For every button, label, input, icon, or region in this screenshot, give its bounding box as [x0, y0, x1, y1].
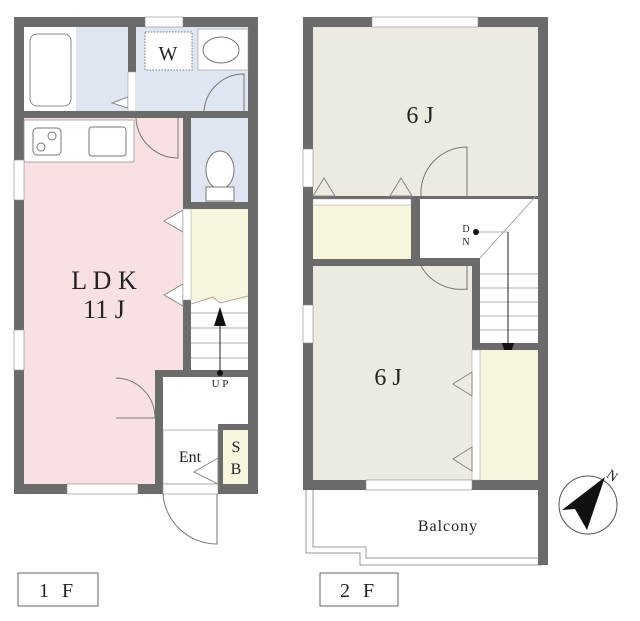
- window: [144, 16, 184, 28]
- closet: [313, 199, 411, 259]
- bathtub-icon: [29, 33, 72, 107]
- entrance-door-icon[interactable]: [162, 493, 218, 545]
- washer-label: W: [159, 43, 178, 65]
- floor-2-tag: [319, 572, 399, 607]
- bathroom-floor: [76, 27, 128, 111]
- kitchen-sink-icon: [88, 126, 127, 157]
- floor-2-label: 2 F: [340, 580, 378, 602]
- closet: [191, 209, 248, 300]
- closet: [480, 350, 538, 480]
- window: [302, 148, 314, 188]
- floor-1-label: 1 F: [39, 580, 77, 602]
- window: [365, 479, 473, 491]
- stairs-down-label-n: N: [462, 237, 469, 248]
- shoe-box-label-s: S: [232, 439, 241, 456]
- sink-icon: [202, 36, 240, 64]
- room-south-label: 6 J: [374, 365, 401, 391]
- ldk-size-label: 11 J: [83, 295, 125, 324]
- toilet-icon: [205, 150, 235, 190]
- room-north: [313, 27, 538, 196]
- compass-icon: N: [558, 467, 620, 535]
- shoe-box-label-b: B: [231, 461, 242, 478]
- patio-door-icon: [115, 377, 156, 419]
- room-south: [313, 266, 472, 480]
- washroom-door-icon: [203, 73, 245, 112]
- shoe-box: [223, 430, 248, 484]
- room-north-label: 6 J: [406, 103, 433, 129]
- ldk-door-icon: [135, 117, 179, 159]
- window: [13, 329, 25, 371]
- window: [66, 483, 139, 495]
- floor-1-tag: [17, 572, 99, 607]
- balcony-label: Balcony: [418, 518, 478, 535]
- hall: [163, 377, 248, 430]
- ldk-label: L D K: [71, 266, 137, 295]
- window: [302, 304, 314, 344]
- stairs-up-label: U P: [212, 378, 229, 390]
- entrance-label: Ent: [179, 449, 202, 466]
- stove-icon: [32, 127, 62, 156]
- washer-space: [144, 31, 193, 71]
- floor-2-plan: Balcony 6 J D N 6 J: [302, 16, 548, 566]
- room-north-door-icon: [420, 146, 468, 197]
- window: [371, 16, 479, 28]
- stairs-down-label-d: D: [462, 224, 469, 235]
- window: [13, 159, 25, 201]
- floor-1-plan: W L D K 11 J: [13, 16, 258, 545]
